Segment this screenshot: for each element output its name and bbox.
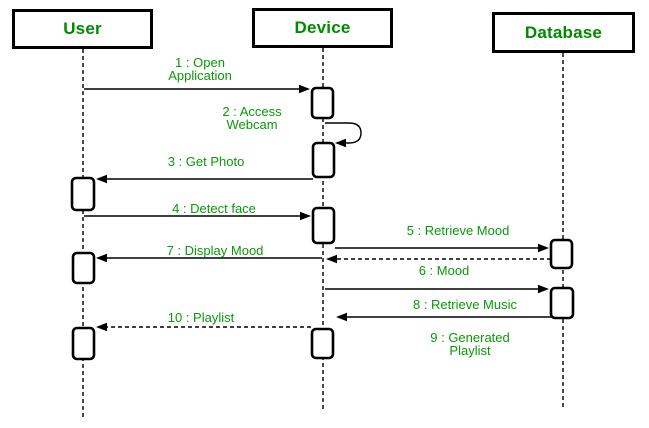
actor-box-device: Device (252, 8, 393, 48)
message-arrowhead-4 (300, 211, 311, 221)
actor-name-device: Device (294, 18, 351, 37)
message-label-10: 10 : Playlist (168, 311, 234, 324)
message-label-3-line-1: 3 : Get Photo (167, 154, 245, 169)
actor-box-user: User (12, 9, 153, 49)
activation-bar-device-6 (310, 327, 335, 360)
message-arrowhead-6 (326, 254, 337, 264)
message-label-5-line-1: 5 : Retrieve Mood (406, 223, 510, 238)
message-arrowhead-7 (96, 253, 107, 263)
message-label-4-line-1: 4 : Detect face (172, 201, 256, 216)
message-label-7-line-1: 7 : Display Mood (166, 243, 264, 258)
message-arrowhead-5 (538, 243, 549, 253)
message-arrowhead-1 (299, 84, 310, 94)
activation-bar-device-4 (311, 141, 336, 179)
activation-bar-user-0 (70, 176, 96, 212)
message-label-6: 6 : Mood (419, 264, 470, 277)
message-line-2 (325, 122, 362, 144)
message-label-8: 8 : Retrieve Music (413, 298, 517, 311)
message-arrowhead-2 (335, 138, 346, 148)
message-label-9-line-2: Playlist (449, 343, 491, 358)
message-label-1-line-2: Application (168, 68, 232, 83)
actor-name-user: User (63, 19, 102, 38)
message-label-8-line-1: 8 : Retrieve Music (412, 297, 518, 312)
message-arrowhead-3 (96, 174, 107, 184)
message-label-2-line-2: Webcam (226, 117, 278, 132)
message-arrowhead-9 (336, 312, 347, 322)
message-label-1-line-1: 1 : Open (175, 55, 225, 70)
activation-bar-device-5 (311, 206, 336, 245)
actor-name-database: Database (524, 22, 603, 42)
message-label-7: 7 : Display Mood (167, 244, 264, 257)
actor-box-database: Database (492, 12, 635, 53)
message-label-3: 3 : Get Photo (168, 155, 245, 168)
message-label-10-line-1: 10 : Playlist (167, 310, 235, 325)
message-label-4: 4 : Detect face (172, 202, 256, 215)
message-label-5: 5 : Retrieve Mood (407, 224, 510, 237)
message-arrowhead-8 (538, 284, 549, 294)
message-arrowhead-10 (96, 322, 107, 332)
activation-bar-user-1 (71, 251, 96, 285)
message-label-2-line-1: 2 : Access (222, 104, 282, 119)
message-label-9-line-1: 9 : Generated (430, 330, 510, 345)
message-label-6-line-1: 6 : Mood (418, 263, 470, 278)
activation-bar-database-7 (549, 238, 574, 270)
activation-bar-user-2 (71, 326, 96, 361)
activation-bar-device-3 (310, 86, 335, 120)
activation-bar-database-8 (549, 286, 575, 320)
